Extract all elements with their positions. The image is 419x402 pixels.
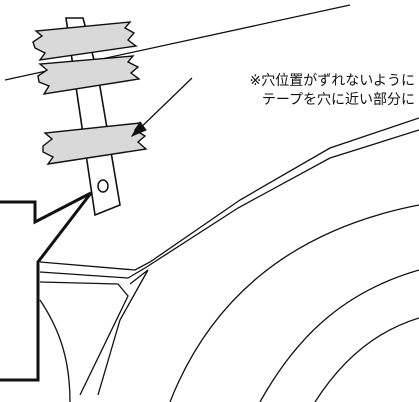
tape-placement-note: ※穴位置がずれないように テープを穴に近い部分に bbox=[165, 72, 415, 110]
panel-contour-mid bbox=[97, 269, 149, 396]
hole-icon bbox=[97, 179, 109, 193]
panel-contour-left bbox=[39, 281, 129, 396]
panel-contour-inner bbox=[39, 129, 419, 279]
callout-bracket bbox=[0, 191, 93, 382]
tape-placement-note-line-2: テープを穴に近い部分に bbox=[261, 92, 415, 108]
tape-placement-note-line-1: ※穴位置がずれないように bbox=[249, 73, 415, 89]
arrowhead-icon bbox=[130, 121, 147, 138]
wheel-arch-inner bbox=[259, 269, 419, 402]
wheel-arch-outer bbox=[169, 204, 419, 402]
wheel-arch-inner-2 bbox=[314, 317, 419, 402]
tape-strip-near-hole bbox=[42, 122, 148, 165]
panel-contour-upper bbox=[39, 117, 419, 271]
body-panel-curve bbox=[39, 299, 71, 402]
tape-strip-upper-middle bbox=[37, 55, 141, 95]
tape-strip-top bbox=[32, 21, 138, 61]
